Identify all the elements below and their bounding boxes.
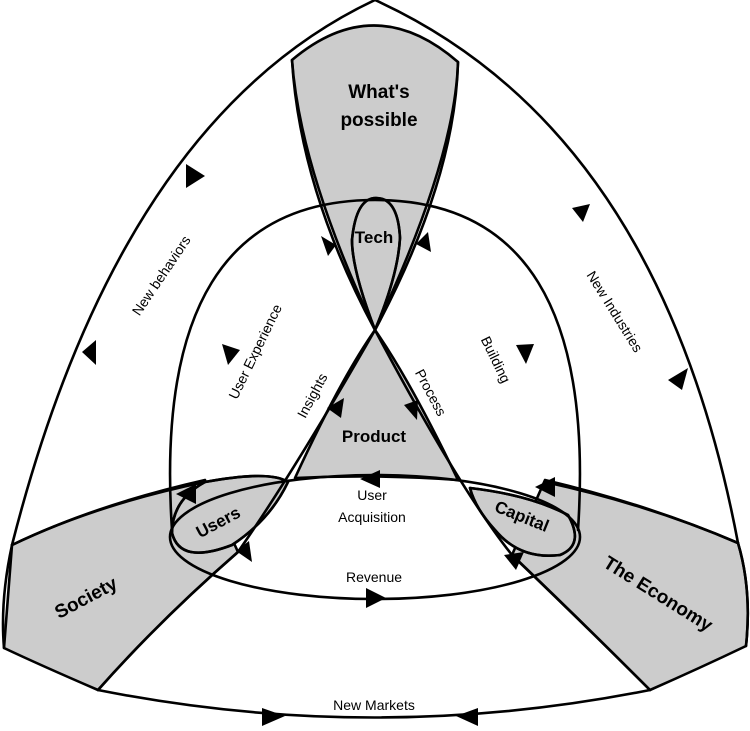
arrow-insights	[327, 398, 344, 418]
inner-arch	[168, 198, 582, 532]
tech-loop	[350, 196, 402, 332]
arrow-acquisition-center	[360, 470, 380, 488]
label-tech: Tech	[355, 228, 393, 247]
outer-bottom-edge	[96, 688, 652, 719]
arrow-building	[516, 344, 534, 364]
cross-left-to-right	[290, 58, 652, 692]
outer-left-lower	[1, 543, 14, 650]
arrow-new-industries	[572, 204, 590, 222]
region-whats-possible	[290, 24, 460, 332]
label-whats-possible-2: possible	[340, 110, 417, 131]
economy-top-edge	[543, 480, 740, 545]
arrow-right-lower	[668, 368, 688, 390]
arrow-tech-right	[416, 232, 431, 252]
outer-left-edge	[10, 0, 377, 547]
cross-right-to-left	[96, 60, 460, 692]
arrow-tech-left	[321, 236, 336, 256]
arrow-left-lower	[82, 340, 96, 365]
label-user-acquisition-1: User	[357, 487, 387, 503]
outer-right-lower	[736, 541, 750, 648]
arrow-user-experience	[222, 344, 240, 365]
arrow-capital-lower	[504, 552, 524, 570]
capital-loop	[468, 486, 577, 557]
label-revenue: Revenue	[346, 569, 402, 585]
arrow-new-markets-right	[456, 708, 478, 726]
arrow-acquisition-right	[535, 477, 555, 497]
label-new-behaviors: New behaviors	[129, 233, 194, 319]
society-top-edge	[10, 480, 207, 547]
arrow-new-markets-left	[262, 708, 285, 726]
users-loop	[170, 474, 290, 554]
arrow-process	[404, 400, 418, 420]
label-new-industries: New Industries	[584, 268, 647, 355]
arrow-new-behaviors	[186, 164, 205, 188]
arrow-revenue	[366, 588, 386, 608]
label-whats-possible-1: What's	[348, 82, 410, 103]
region-tech	[350, 196, 402, 332]
outer-right-edge	[373, 0, 740, 545]
label-product: Product	[342, 427, 407, 446]
arrow-acquisition-left	[176, 484, 196, 504]
label-building: Building	[478, 334, 514, 386]
label-user-acquisition-2: Acquisition	[338, 509, 406, 525]
arrow-users-lower	[236, 541, 252, 562]
label-new-markets: New Markets	[333, 697, 415, 713]
